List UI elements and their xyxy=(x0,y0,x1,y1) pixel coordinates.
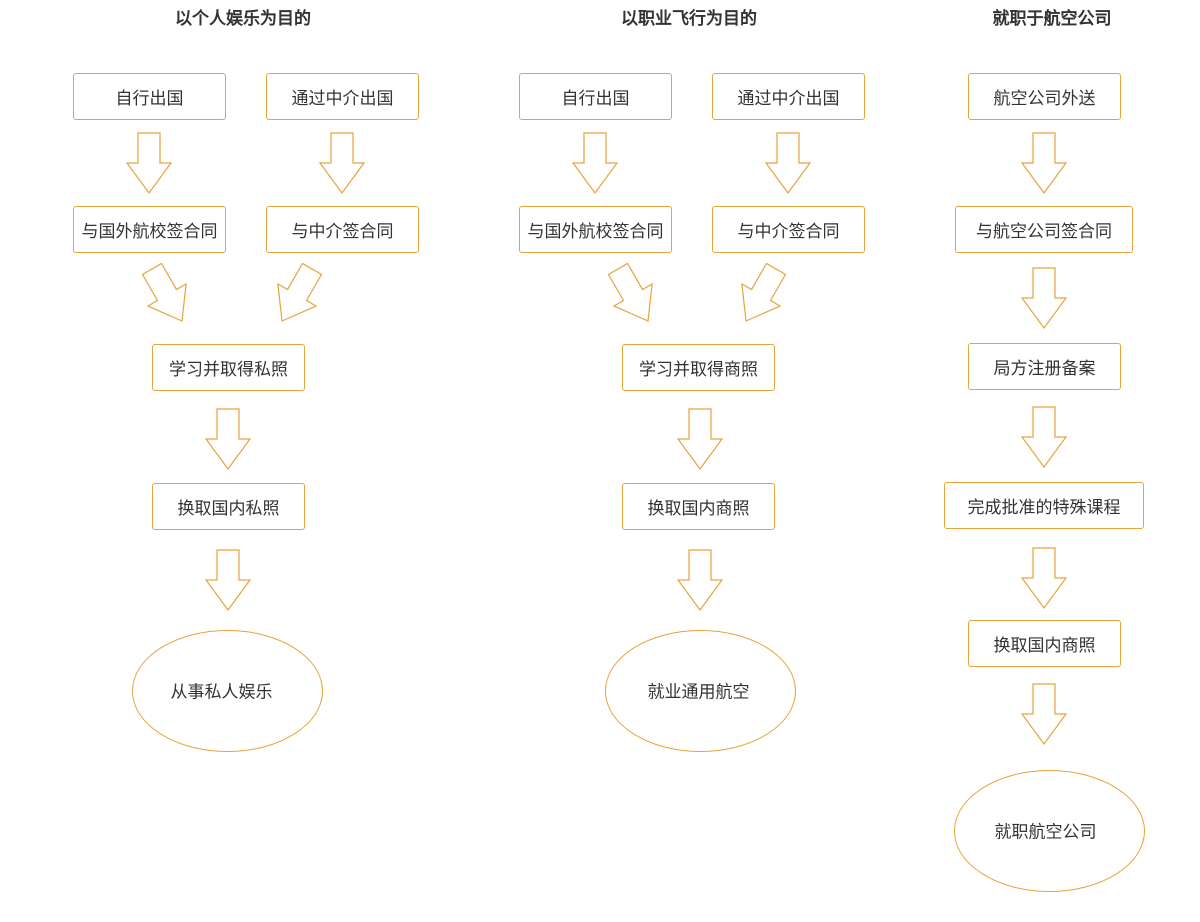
column-heading-airline: 就职于航空公司 xyxy=(992,9,1112,29)
arrow-c1-a-icon xyxy=(125,132,173,195)
node-c2-convert-cpl: 换取国内商照 xyxy=(622,483,775,530)
node-c2-study-cpl: 学习并取得商照 xyxy=(622,344,775,391)
column-heading-personal: 以个人娱乐为目的 xyxy=(175,9,311,29)
node-c1-agency-contract: 与中介签合同 xyxy=(266,206,419,253)
node-c2-end: 就业通用航空 xyxy=(605,630,796,752)
node-c2-agency-contract: 与中介签合同 xyxy=(712,206,865,253)
node-c3-register: 局方注册备案 xyxy=(968,343,1121,390)
node-c1-agency-abroad: 通过中介出国 xyxy=(266,73,419,120)
node-c3-airline-contract: 与航空公司签合同 xyxy=(955,206,1133,253)
node-c1-end-label: 从事私人娱乐 xyxy=(170,682,273,703)
arrow-c3-a-icon xyxy=(1020,132,1068,195)
node-c2-self-abroad: 自行出国 xyxy=(519,73,672,120)
node-c3-end: 就职航空公司 xyxy=(954,770,1145,892)
node-c1-convert-ppl: 换取国内私照 xyxy=(152,483,305,530)
node-c3-convert-cpl: 换取国内商照 xyxy=(968,620,1121,667)
arrow-c1-diag-left-icon xyxy=(141,262,187,322)
arrow-c3-b-icon xyxy=(1020,267,1068,330)
column-heading-professional: 以职业飞行为目的 xyxy=(621,9,757,29)
arrow-c3-d-icon xyxy=(1020,547,1068,610)
arrow-c3-c-icon xyxy=(1020,406,1068,469)
node-c3-course: 完成批准的特殊课程 xyxy=(944,482,1144,529)
node-c2-school-contract: 与国外航校签合同 xyxy=(519,206,672,253)
node-c3-end-label: 就职航空公司 xyxy=(994,822,1097,843)
node-c2-agency-abroad: 通过中介出国 xyxy=(712,73,865,120)
arrow-c2-diag-left-icon xyxy=(607,262,653,322)
arrow-c3-e-icon xyxy=(1020,683,1068,746)
arrow-c1-b-icon xyxy=(318,132,366,195)
arrow-c1-c-icon xyxy=(204,408,252,471)
arrow-c2-b-icon xyxy=(764,132,812,195)
arrow-c2-c-icon xyxy=(676,408,724,471)
node-c1-end: 从事私人娱乐 xyxy=(132,630,323,752)
node-c2-end-label: 就业通用航空 xyxy=(647,682,750,703)
arrow-c2-diag-right-icon xyxy=(741,262,787,322)
arrow-c2-a-icon xyxy=(571,132,619,195)
arrow-c2-d-icon xyxy=(676,549,724,612)
node-c1-school-contract: 与国外航校签合同 xyxy=(73,206,226,253)
node-c3-airline-send: 航空公司外送 xyxy=(968,73,1121,120)
node-c1-self-abroad: 自行出国 xyxy=(73,73,226,120)
node-c1-study-ppl: 学习并取得私照 xyxy=(152,344,305,391)
arrow-c1-d-icon xyxy=(204,549,252,612)
arrow-c1-diag-right-icon xyxy=(277,262,323,322)
